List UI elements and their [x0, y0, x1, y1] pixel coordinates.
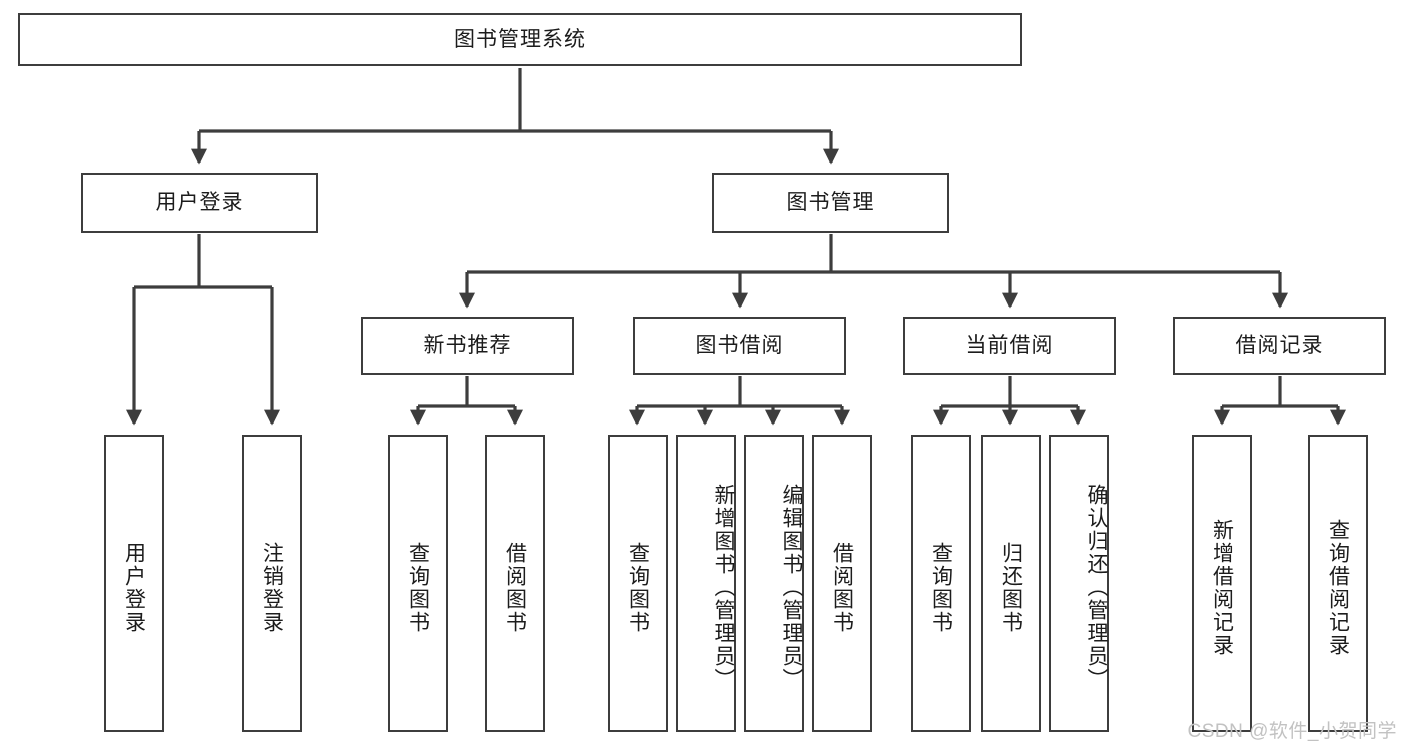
- node-leaf-confirm-return-label: 确认归还（管理员）: [1085, 484, 1108, 691]
- node-leaf-borrow-book-2[interactable]: 借阅图书: [812, 435, 872, 732]
- node-leaf-query-record-label: 查询借阅记录: [1326, 518, 1350, 657]
- node-leaf-query-book-1[interactable]: 查询图书: [388, 435, 448, 732]
- node-user-login-label: 用户登录: [155, 191, 244, 215]
- node-new-book-recommend-label: 新书推荐: [423, 334, 512, 358]
- node-leaf-add-book-label: 新增图书（管理员）: [712, 484, 735, 691]
- node-leaf-edit-book[interactable]: 编辑图书（管理员）: [744, 435, 804, 732]
- node-leaf-add-book[interactable]: 新增图书（管理员）: [676, 435, 736, 732]
- node-leaf-query-book-2-label: 查询图书: [626, 541, 650, 634]
- node-user-login[interactable]: 用户登录: [81, 173, 318, 233]
- node-leaf-query-book-3[interactable]: 查询图书: [911, 435, 971, 732]
- node-book-management-label: 图书管理: [786, 191, 875, 215]
- node-leaf-borrow-book-1[interactable]: 借阅图书: [485, 435, 545, 732]
- node-leaf-logout-login-label: 注销登录: [260, 541, 284, 634]
- node-book-borrow-label: 图书借阅: [695, 334, 784, 358]
- node-root-system-label: 图书管理系统: [454, 27, 586, 51]
- node-book-management[interactable]: 图书管理: [712, 173, 949, 233]
- node-borrow-record[interactable]: 借阅记录: [1173, 317, 1386, 375]
- node-leaf-borrow-book-1-label: 借阅图书: [503, 541, 527, 634]
- node-leaf-user-login[interactable]: 用户登录: [104, 435, 164, 732]
- node-leaf-logout-login[interactable]: 注销登录: [242, 435, 302, 732]
- node-borrow-record-label: 借阅记录: [1235, 334, 1324, 358]
- node-leaf-add-record[interactable]: 新增借阅记录: [1192, 435, 1252, 732]
- node-leaf-return-book[interactable]: 归还图书: [981, 435, 1041, 732]
- node-leaf-query-book-3-label: 查询图书: [929, 541, 953, 634]
- node-leaf-query-book-2[interactable]: 查询图书: [608, 435, 668, 732]
- node-current-borrow[interactable]: 当前借阅: [903, 317, 1116, 375]
- node-leaf-query-book-1-label: 查询图书: [406, 541, 430, 634]
- node-leaf-user-login-label: 用户登录: [122, 541, 146, 634]
- watermark-text: CSDN @软件_小贺同学: [1187, 721, 1397, 742]
- node-leaf-query-record[interactable]: 查询借阅记录: [1308, 435, 1368, 732]
- node-leaf-add-record-label: 新增借阅记录: [1210, 518, 1234, 657]
- node-leaf-confirm-return[interactable]: 确认归还（管理员）: [1049, 435, 1109, 732]
- node-leaf-edit-book-label: 编辑图书（管理员）: [780, 484, 803, 691]
- node-root-system[interactable]: 图书管理系统: [18, 13, 1022, 66]
- node-book-borrow[interactable]: 图书借阅: [633, 317, 846, 375]
- node-leaf-borrow-book-2-label: 借阅图书: [830, 541, 854, 634]
- node-leaf-return-book-label: 归还图书: [999, 541, 1023, 634]
- node-current-borrow-label: 当前借阅: [965, 334, 1054, 358]
- node-new-book-recommend[interactable]: 新书推荐: [361, 317, 574, 375]
